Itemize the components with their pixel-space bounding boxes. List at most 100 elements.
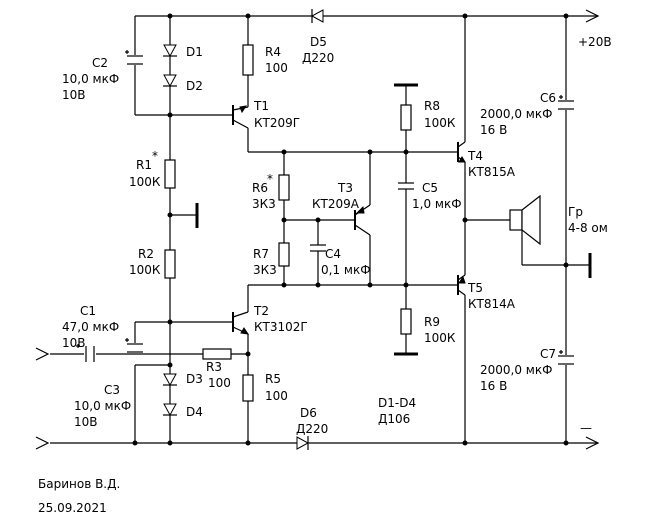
r2-resistor	[164, 249, 176, 279]
d1-diode	[163, 44, 177, 58]
d6-value: Д220	[296, 422, 328, 436]
r6-mark: *	[267, 172, 273, 186]
supply-positive-label: +20В	[578, 35, 612, 49]
c3-capacitor	[125, 338, 143, 353]
speaker-ref: Гр	[568, 205, 583, 219]
capacitors	[76, 50, 574, 365]
c7-ref: C7	[540, 347, 556, 361]
t3-value: КТ209А	[312, 197, 360, 211]
c1-value: 47,0 мкФ	[62, 320, 119, 334]
c5-value: 1,0 мкФ	[412, 197, 462, 211]
c2-rating: 10В	[62, 88, 86, 102]
c4-value: 0,1 мкФ	[321, 263, 371, 277]
r1-value: 100К	[129, 175, 161, 189]
ground-bars	[195, 83, 592, 356]
d1-d4-value: Д106	[378, 412, 410, 426]
r5-ref: R5	[265, 372, 281, 386]
t5-transistor	[457, 274, 466, 296]
r7-ref: R7	[253, 247, 269, 261]
c5-capacitor	[398, 182, 414, 190]
r5-value: 100	[265, 389, 288, 403]
c6-ref: C6	[540, 91, 556, 105]
c5-ref: C5	[422, 181, 438, 195]
d1-ref: D1	[186, 45, 203, 59]
c2-capacitor	[125, 50, 143, 65]
r9-resistor	[400, 308, 412, 335]
c3-rating: 10В	[74, 415, 98, 429]
c3-ref: C3	[104, 383, 120, 397]
d3-diode	[163, 373, 177, 387]
r7-resistor	[278, 242, 290, 267]
c6-capacitor	[558, 95, 574, 110]
t4-ref: T4	[467, 149, 483, 163]
r9-ref: R9	[424, 315, 440, 329]
t1-ref: T1	[253, 99, 269, 113]
c3-value: 10,0 мкФ	[74, 399, 131, 413]
t3-transistor	[354, 204, 371, 236]
resistors	[164, 44, 412, 402]
d4-diode	[163, 403, 177, 417]
r3-resistor	[202, 348, 232, 360]
c2-value: 10,0 мкФ	[62, 72, 119, 86]
d6-ref: D6	[300, 406, 317, 420]
t3-ref: T3	[337, 181, 353, 195]
r3-value: 100	[208, 376, 231, 390]
r2-ref: R2	[138, 247, 154, 261]
c7-capacitor	[558, 350, 574, 365]
t5-ref: T5	[467, 281, 483, 295]
d2-ref: D2	[186, 79, 203, 93]
r6-value: 3К3	[252, 197, 276, 211]
r2-value: 100К	[129, 263, 161, 277]
r1-mark: *	[152, 149, 158, 163]
t4-transistor	[457, 141, 466, 163]
t2-value: КТ3102Г	[254, 320, 308, 334]
r4-value: 100	[265, 61, 288, 75]
supply-negative-label: —	[580, 421, 592, 435]
c7-value: 2000,0 мкФ	[480, 363, 552, 377]
c1-capacitor	[76, 344, 95, 362]
d5-diode	[310, 9, 324, 23]
c6-value: 2000,0 мкФ	[480, 107, 552, 121]
c2-ref: C2	[92, 56, 108, 70]
d6-diode	[296, 436, 310, 450]
speaker-value: 4-8 ом	[568, 221, 608, 235]
c1-ref: C1	[80, 304, 96, 318]
d5-ref: D5	[310, 35, 327, 49]
author-name: Баринов В.Д.	[38, 477, 120, 491]
c1-rating: 10В	[62, 336, 86, 350]
wires	[50, 15, 598, 444]
d2-diode	[163, 74, 177, 88]
ground-terminal-icon	[35, 436, 50, 450]
r1-resistor	[164, 159, 176, 189]
author-date: 25.09.2021	[38, 501, 107, 515]
d3-ref: D3	[186, 372, 203, 386]
t4-value: КТ815А	[468, 165, 516, 179]
d1-d4-ref: D1-D4	[378, 396, 416, 410]
r8-resistor	[400, 104, 412, 131]
r3-ref: R3	[206, 360, 222, 374]
d4-ref: D4	[186, 405, 203, 419]
r5-resistor	[242, 374, 254, 402]
r1-ref: R1	[136, 158, 152, 172]
junction-dots	[132, 13, 569, 446]
terminal-arrows	[35, 9, 600, 450]
t1-transistor	[232, 105, 249, 129]
transistors	[232, 105, 466, 335]
r6-ref: R6	[252, 181, 268, 195]
r8-value: 100К	[424, 116, 456, 130]
c6-rating: 16 В	[480, 123, 507, 137]
speaker-icon	[509, 194, 541, 246]
diodes	[163, 9, 324, 450]
r4-resistor	[242, 44, 254, 76]
t2-ref: T2	[253, 304, 269, 318]
t5-value: КТ814А	[468, 297, 516, 311]
labels: +20В — C2 10,0 мкФ 10В D1 D2 R4 100 D5 Д…	[38, 35, 612, 515]
c4-capacitor	[310, 244, 326, 252]
c7-rating: 16 В	[480, 379, 507, 393]
r6-resistor	[278, 174, 290, 201]
d5-value: Д220	[302, 51, 334, 65]
t1-value: КТ209Г	[254, 116, 300, 130]
input-terminal-icon	[35, 347, 50, 361]
t2-transistor	[232, 311, 250, 335]
